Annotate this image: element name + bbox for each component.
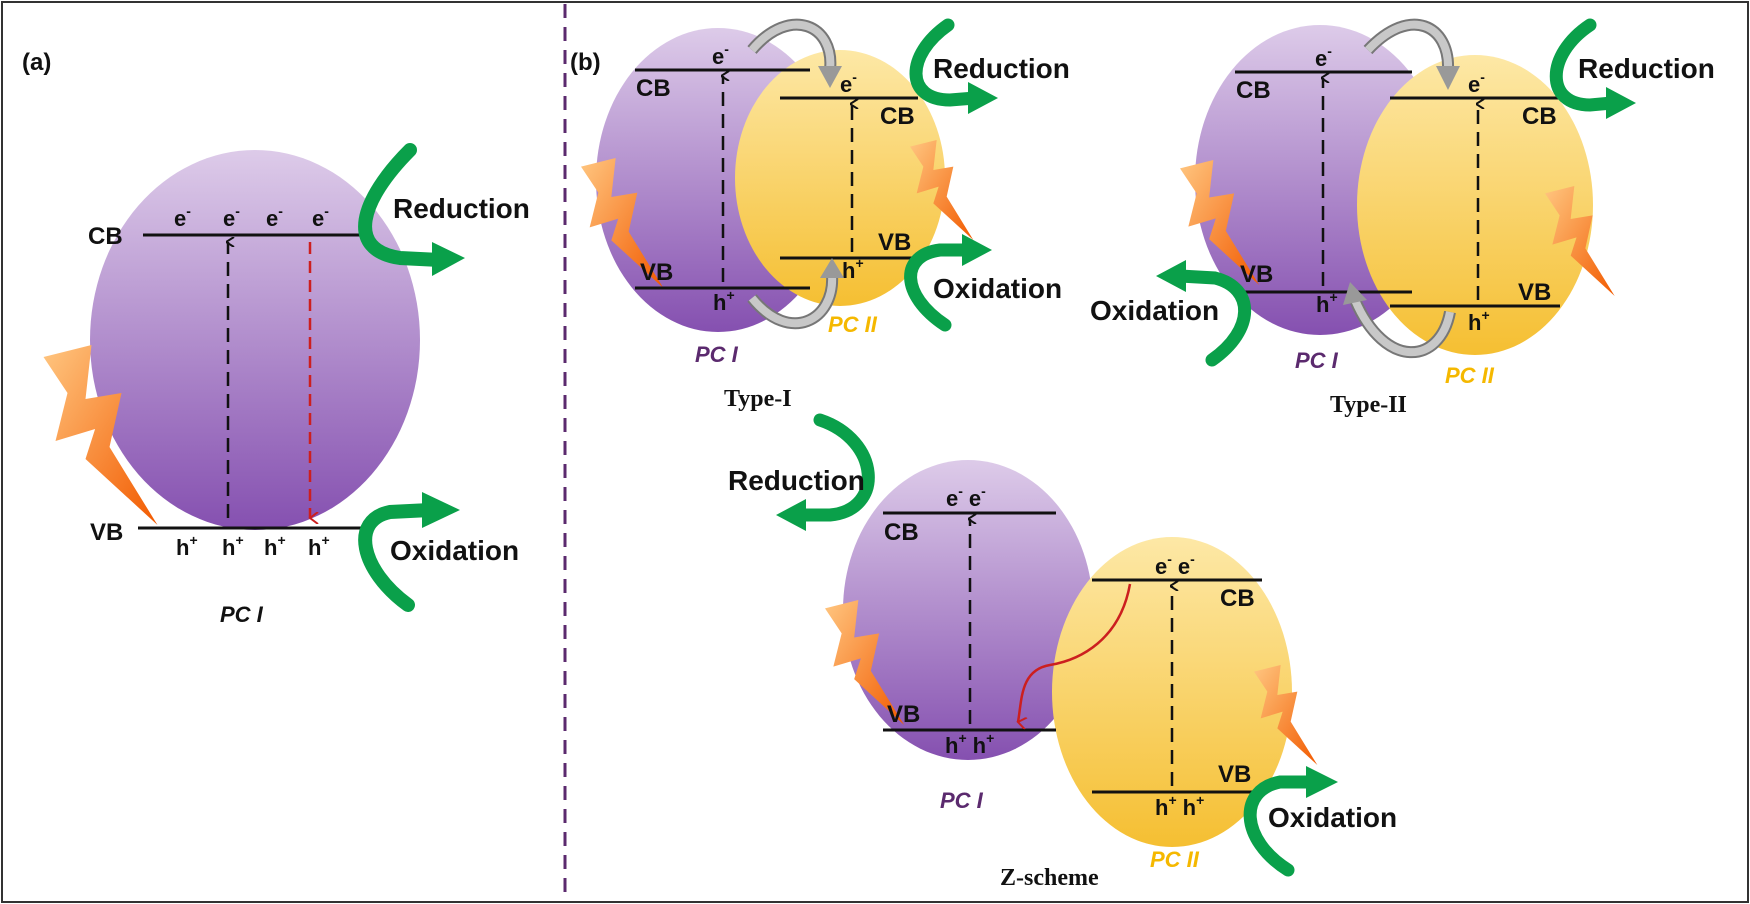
z-pc1-particle: [843, 460, 1093, 760]
panel-b-label: (b): [570, 49, 601, 76]
z-reduction-arrow: [776, 413, 875, 531]
z-title: Z-scheme: [1000, 865, 1099, 891]
svg-text:e-: e-: [174, 203, 191, 231]
type1-title: Type-I: [724, 386, 792, 412]
type1-reduction-label: Reduction: [933, 53, 1070, 84]
z-pc2-vb-label: VB: [1218, 761, 1251, 788]
type2-pc2-label: PC II: [1445, 363, 1495, 388]
type2-pc1-cb-label: CB: [1236, 77, 1271, 104]
z-oxidation-label: Oxidation: [1268, 802, 1397, 833]
type1-oxidation-arrow: [904, 234, 992, 332]
type2-hole-transfer-arrow: [1343, 282, 1456, 359]
type2-pc2-particle: [1357, 55, 1593, 355]
type1-reduction-arrow: [909, 18, 998, 114]
oxidation-arrow: [358, 492, 460, 612]
svg-text:h+h+: h+h+: [1155, 792, 1204, 820]
panel-a-label: (a): [22, 49, 51, 76]
type2-pc2-cb-label: CB: [1522, 103, 1557, 130]
svg-text:h+: h+: [1316, 289, 1338, 317]
type1-pc1-cb-label: CB: [636, 75, 671, 102]
type2-oxidation-label: Oxidation: [1090, 295, 1219, 326]
z-charge-transfer-arrow: [1018, 583, 1132, 722]
type1-electron-transfer-arrow: [747, 18, 842, 88]
svg-text:e-: e-: [312, 203, 329, 231]
svg-text:e-: e-: [1468, 69, 1485, 97]
type1-pc2-cb-label: CB: [880, 103, 915, 130]
type1-pc1-label: PC I: [695, 342, 739, 367]
type2-pc1-vb-label: VB: [1240, 261, 1273, 288]
svg-text:e-: e-: [840, 69, 857, 97]
type1-scheme: CB VB CB VB e- e- h+ h+ Reduction Oxidat: [581, 18, 1070, 412]
type1-pc2-vb-label: VB: [878, 229, 911, 256]
type2-electron-transfer-arrow: [1363, 18, 1460, 90]
z-pc2-cb-label: CB: [1220, 585, 1255, 612]
svg-text:e-: e-: [712, 41, 729, 69]
z-pc2-label: PC II: [1150, 847, 1200, 872]
svg-text:h+: h+: [1468, 307, 1490, 335]
pc1-label: PC I: [220, 602, 264, 627]
zscheme: CB VB CB VB e-e- e-e- h+h+ h+h+ Reductio…: [728, 413, 1397, 891]
svg-text:h+: h+: [222, 532, 244, 560]
holes: h+ h+ h+ h+: [176, 532, 330, 560]
type1-oxidation-label: Oxidation: [933, 273, 1062, 304]
type1-pc2-particle: [735, 50, 945, 306]
oxidation-label: Oxidation: [390, 535, 519, 566]
type2-pc1-label: PC I: [1295, 348, 1339, 373]
svg-text:h+h+: h+h+: [945, 730, 994, 758]
type1-pc1-vb-label: VB: [640, 259, 673, 286]
cb-label: CB: [88, 223, 123, 250]
electrons: e- e- e- e-: [174, 203, 329, 231]
type2-pc2-vb-label: VB: [1518, 279, 1551, 306]
type2-oxidation-arrow: [1156, 260, 1252, 367]
z-pc1-cb-label: CB: [884, 519, 919, 546]
z-pc1-label: PC I: [940, 788, 984, 813]
svg-text:e-: e-: [266, 203, 283, 231]
svg-text:e-: e-: [223, 203, 240, 231]
z-reduction-label: Reduction: [728, 465, 865, 496]
type2-title: Type-II: [1330, 392, 1407, 418]
svg-text:h+: h+: [308, 532, 330, 560]
z-pc1-vb-label: VB: [887, 701, 920, 728]
svg-text:h+: h+: [713, 287, 735, 315]
svg-text:h+: h+: [264, 532, 286, 560]
vb-label: VB: [90, 519, 123, 546]
svg-text:e-e-: e-e-: [946, 483, 986, 511]
svg-text:e-e-: e-e-: [1155, 551, 1195, 579]
type2-reduction-arrow: [1549, 18, 1636, 119]
svg-text:h+: h+: [842, 255, 864, 283]
svg-text:e-: e-: [1315, 43, 1332, 71]
type1-hole-transfer-arrow: [747, 258, 844, 330]
type2-reduction-label: Reduction: [1578, 53, 1715, 84]
type2-scheme: CB VB CB VB e- e- h+ h+ Reduction Oxidat: [1090, 18, 1715, 418]
reduction-arrow: [358, 143, 465, 276]
reduction-label: Reduction: [393, 193, 530, 224]
panel-a: CB VB e- e- e- e- h+ h+ h+ h+ Reduction: [43, 143, 530, 627]
z-oxidation-arrow: [1243, 766, 1338, 877]
pc1-particle: [90, 150, 420, 530]
svg-text:h+: h+: [176, 532, 198, 560]
type1-pc2-label: PC II: [828, 312, 878, 337]
